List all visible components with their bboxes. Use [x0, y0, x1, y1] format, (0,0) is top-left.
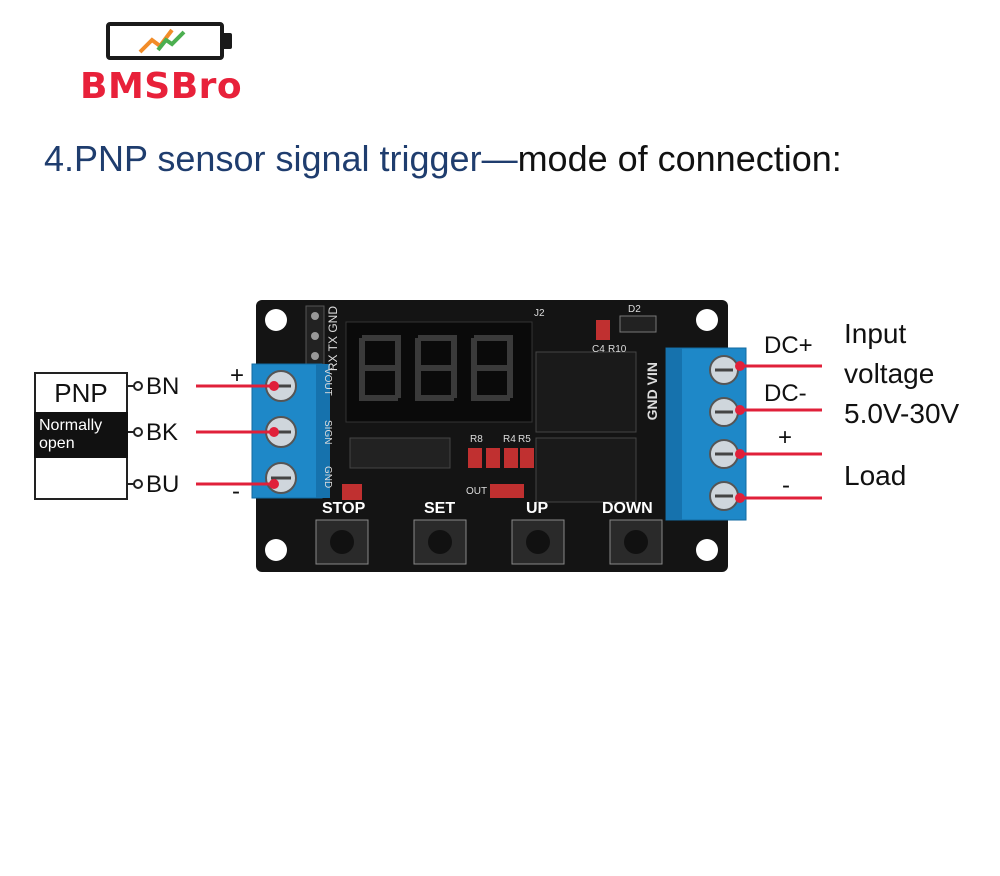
input-line-3: 5.0V-30V [844, 398, 960, 429]
sensor-wires [128, 381, 279, 489]
silk-r8: R8 [470, 434, 483, 445]
dc-minus-label: DC- [764, 380, 807, 407]
button-label-stop: STOP [322, 500, 366, 517]
header-pin-label: RX TX GND [326, 306, 340, 372]
mosfet [535, 351, 637, 433]
terminal-label-gnd-vin: GND VIN [644, 362, 660, 421]
mount-hole-top-right [696, 309, 718, 331]
silk-out: OUT [466, 486, 488, 497]
terminal-label-gnd: GND [322, 466, 333, 489]
sensor-plus-sign: + [230, 362, 245, 389]
regulator [535, 437, 637, 503]
terminal-label-vout: VOUT [322, 368, 333, 396]
dc-plus-label: DC+ [764, 332, 813, 359]
input-voltage-label: Input voltage 5.0V-30V [844, 314, 959, 434]
button-label-up: UP [526, 500, 549, 517]
diode-d2 [619, 315, 657, 333]
right-terminal-block [665, 347, 747, 521]
load-plus-label: + [778, 424, 793, 451]
silk-j2: J2 [534, 308, 545, 319]
title-part-1: 4.PNP sensor signal trigger [44, 138, 482, 179]
mount-hole-bottom-right [696, 539, 718, 561]
mount-hole-top-left [265, 309, 287, 331]
logo-battery-tip [224, 33, 232, 49]
pnp-title: PNP [54, 378, 108, 408]
push-buttons [315, 519, 663, 565]
title-dash: — [481, 138, 518, 179]
sensor-minus-sign: - [232, 478, 240, 505]
button-label-set: SET [424, 500, 456, 517]
pin-label-bn: BN [146, 373, 180, 400]
page-title: 4.PNP sensor signal trigger—mode of conn… [44, 138, 842, 180]
display-digits [359, 335, 513, 401]
silk-r10: R10 [608, 344, 627, 355]
button-label-down: DOWN [602, 500, 653, 517]
ic-chip [349, 437, 451, 469]
input-line-2: voltage [844, 358, 935, 389]
title-part-2: mode of connection: [517, 138, 842, 179]
terminal-label-sign: SIGN [322, 420, 333, 445]
silk-r5: R5 [518, 434, 531, 445]
input-line-1: Input [844, 318, 907, 349]
mount-hole-bottom-left [265, 539, 287, 561]
pin-label-bu: BU [146, 471, 180, 498]
normally-open-label: Normally open [34, 412, 128, 458]
silk-c4: C4 [592, 344, 605, 355]
load-label: Load [844, 460, 907, 491]
logo-battery-icon [106, 22, 224, 60]
silk-r4: R4 [503, 434, 516, 445]
silk-d2: D2 [628, 304, 641, 315]
logo-text: BMSBro [80, 66, 243, 107]
pin-label-bk: BK [146, 419, 179, 446]
output-wires [735, 361, 822, 503]
load-minus-label: - [782, 472, 790, 499]
